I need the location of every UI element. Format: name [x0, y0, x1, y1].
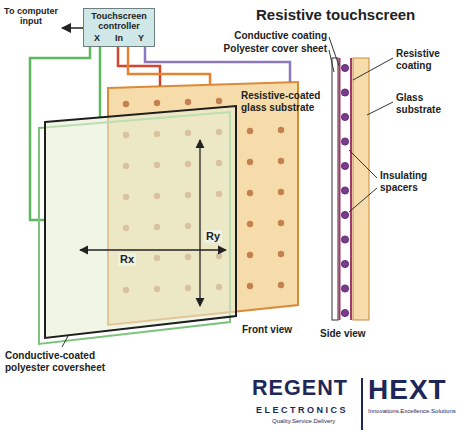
insulating-spacer — [341, 89, 348, 96]
layer-label: Glass substrate — [396, 92, 468, 115]
spacer-dot — [278, 282, 284, 288]
conductive-coating-layer — [339, 58, 341, 320]
logo-tagline: Quality.Service.Delivery — [272, 418, 335, 425]
insulating-spacer — [341, 162, 348, 169]
panel-label: Resistive-coated glass substrate — [241, 90, 329, 113]
spacer-label: Insulating spacers — [380, 170, 460, 193]
insulating-spacers — [341, 64, 348, 316]
spacer-dot — [247, 190, 253, 196]
insulating-spacer — [341, 113, 348, 120]
spacer-dot — [247, 221, 253, 227]
insulating-spacer — [341, 64, 348, 71]
view-label: Front view — [242, 324, 292, 336]
cover-sheet-layer — [332, 58, 338, 320]
leader-lines — [62, 37, 393, 347]
pin-name: In — [115, 34, 123, 44]
logo-word: REGENT — [252, 376, 348, 401]
pin-name: Y — [138, 34, 144, 44]
spacer-dot — [185, 99, 191, 105]
logo-word: HEXT — [368, 374, 447, 406]
insulating-spacer — [341, 211, 348, 218]
pin-row: X In Y — [88, 32, 150, 44]
output-arrow — [62, 27, 84, 29]
spacer-dot — [216, 98, 222, 104]
spacer-dot — [278, 127, 284, 133]
insulating-spacer — [341, 138, 348, 145]
dimension-label: Rx — [118, 253, 136, 266]
x-wire — [99, 40, 102, 118]
rx-arrow — [80, 249, 226, 250]
insulating-spacer — [341, 309, 348, 316]
coversheet-panel — [45, 106, 236, 338]
diagram-title: Resistive touchscreen — [256, 6, 415, 23]
spacer-dot — [278, 189, 284, 195]
layer-label: Polyester cover sheet — [200, 43, 327, 55]
logo-divider — [361, 378, 363, 430]
dimension-label: Ry — [204, 230, 222, 243]
spacer-dot — [123, 101, 129, 107]
glass-substrate-layer — [353, 58, 369, 320]
spacer-dot — [247, 159, 253, 165]
spacer-dot — [278, 251, 284, 257]
pin-name: X — [94, 34, 100, 44]
spacer-dot — [154, 100, 160, 106]
view-label: Side view — [320, 328, 366, 340]
spacer-dot — [247, 252, 253, 258]
insulating-spacer — [341, 187, 348, 194]
logo-tagline: Innovations.Excellence.Solutions — [368, 408, 456, 415]
logo-word: ELECTRONICS — [256, 405, 348, 415]
controller-label: Touchscreen controller — [88, 12, 150, 32]
ry-arrow — [199, 140, 200, 306]
panel-label: Conductive-coated polyester coversheet — [5, 350, 135, 373]
insulating-spacer — [341, 285, 348, 292]
insulating-spacer — [341, 260, 348, 267]
layer-label: Resistive coating — [396, 48, 468, 71]
resistive-coating-layer — [350, 58, 352, 320]
insulating-spacer — [341, 236, 348, 243]
layer-label: Conductive coating — [200, 30, 327, 42]
spacer-dot — [278, 220, 284, 226]
controller-box: Touchscreen controllerX In Y — [83, 8, 155, 47]
spacer-dot — [247, 128, 253, 134]
output-label: To computer input — [2, 6, 60, 27]
spacer-dot — [247, 283, 253, 289]
spacer-dot — [278, 158, 284, 164]
